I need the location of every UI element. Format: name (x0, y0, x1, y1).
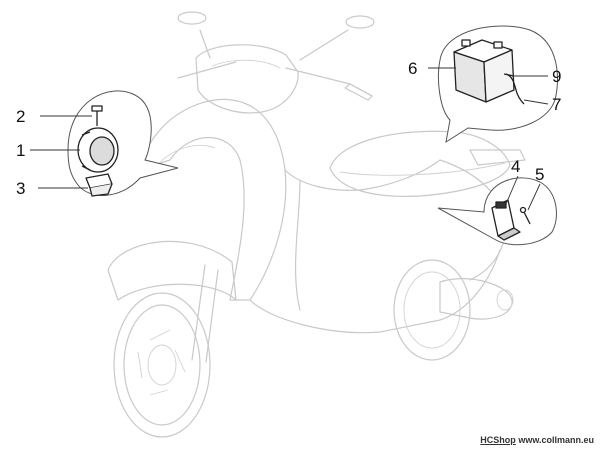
callout-label-2: 2 (16, 107, 25, 126)
callout-label-3: 3 (16, 179, 25, 198)
horn-assembly (77, 127, 119, 173)
callout-label-9: 9 (552, 67, 561, 86)
watermark-shop: HCShop (480, 435, 516, 445)
battery-cable (505, 73, 525, 105)
callout-label-7: 7 (552, 95, 561, 114)
battery (453, 39, 515, 103)
watermark-site: www.collmann.eu (518, 435, 594, 445)
callout-label-1: 1 (16, 141, 25, 160)
relay-screw (519, 206, 531, 225)
callout-label-6: 6 (408, 59, 417, 78)
callout-label-4: 4 (511, 157, 520, 176)
callout-label-5: 5 (535, 165, 544, 184)
leader-lines (30, 67, 549, 211)
horn-bracket (85, 173, 113, 197)
horn-screw (91, 105, 103, 126)
watermark: HCShop www.collmann.eu (480, 435, 594, 445)
relay (491, 199, 521, 241)
